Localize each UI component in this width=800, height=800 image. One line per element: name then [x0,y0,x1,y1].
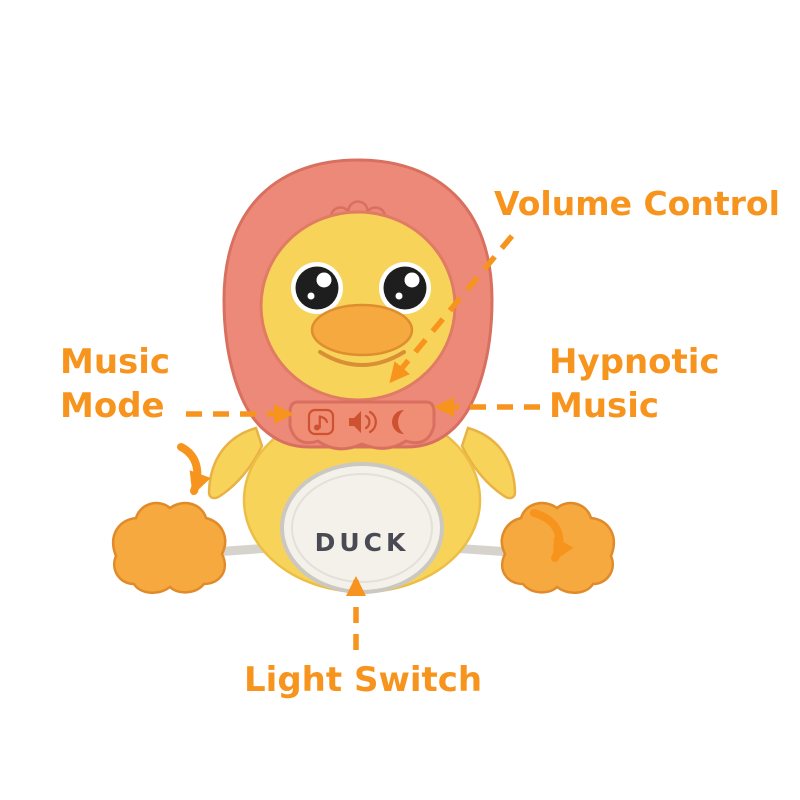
left-eye [291,262,343,314]
music-mode-label-line2: Mode [60,386,165,426]
hypnotic-music-label-line1: Hypnotic [549,342,720,382]
belly-drum: DUCK [280,462,444,594]
belly-label: DUCK [315,528,410,557]
moon-icon [392,410,404,434]
speaker-icon [349,410,377,434]
music-mode-label-line1: Music [60,342,171,382]
light-switch-label: Light Switch [244,660,483,700]
volume-control-label: Volume Control [494,184,780,223]
hypnotic-music-label: Hypnotic Music [549,340,720,428]
music-mode-label: Music Mode [60,340,170,428]
left-rotate-arrow [177,443,211,496]
left-wing [207,426,264,500]
music-note-icon [307,408,335,436]
right-eye [379,262,431,314]
left-foot [111,501,227,594]
hypnotic-music-label-line2: Music [549,386,660,426]
beak [310,303,414,367]
smile [318,350,406,367]
right-rotate-arrow [530,509,574,562]
control-panel [288,400,436,451]
volume-control-arrow [389,234,515,384]
annotation-arrows [177,234,574,650]
